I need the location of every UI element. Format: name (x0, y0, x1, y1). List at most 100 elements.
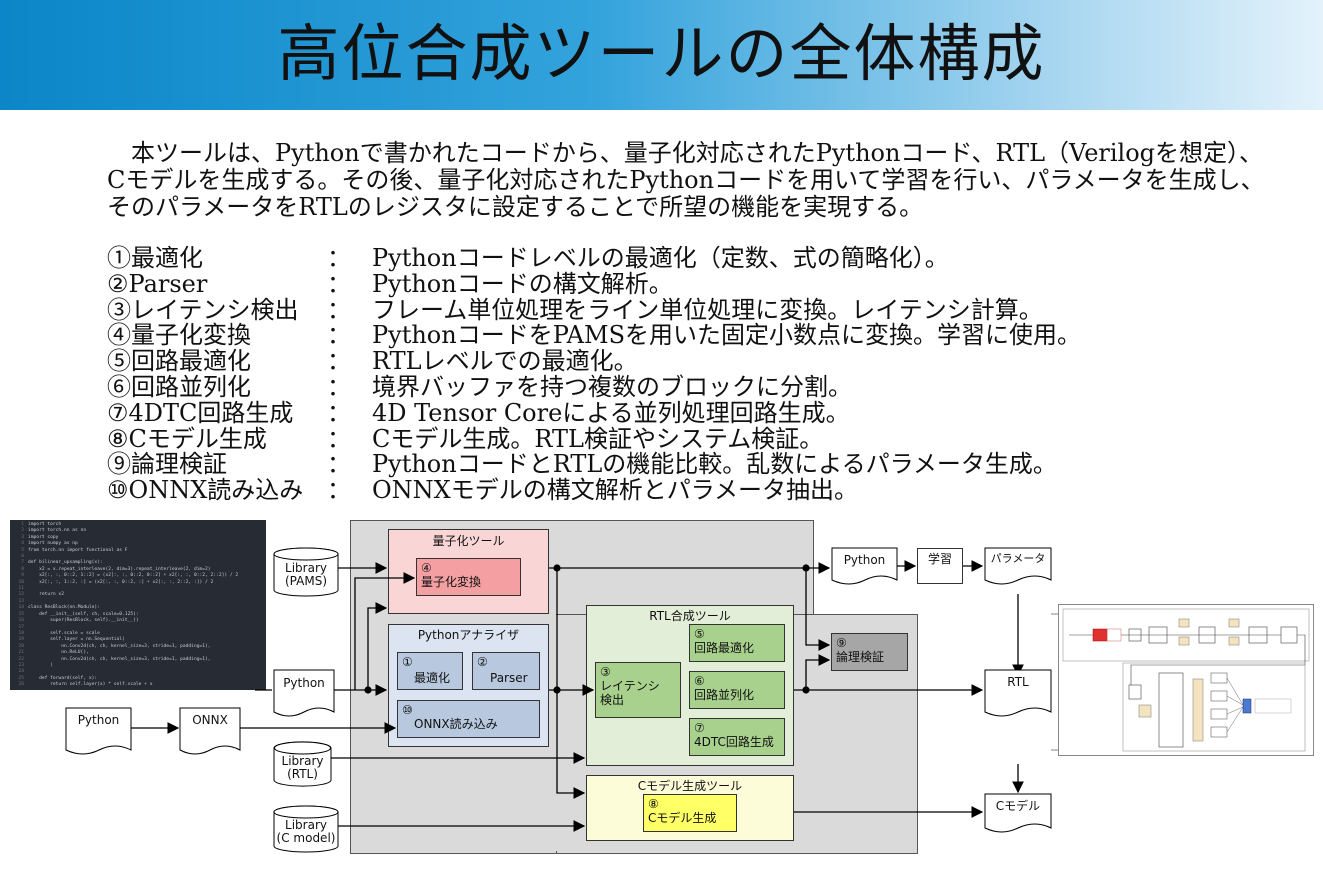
onnx-label: ONNX (192, 713, 228, 727)
block-7-number: ⑦ (694, 721, 705, 735)
block-circuit-parallelize (689, 671, 785, 709)
step-description: PythonコードをPAMSを用いた固定小数点に変換。学習に使用。 (372, 321, 1082, 350)
quantization-tool-label: 量子化ツール (432, 534, 505, 548)
code-line: 24 (10, 669, 266, 675)
code-line-number: 11 (18, 586, 24, 592)
code-line-number: 2 (21, 528, 24, 534)
python-source-label: Python (283, 676, 325, 690)
block-quantization-convert (416, 558, 521, 596)
code-line-number: 10 (18, 579, 24, 585)
block-4dtc-generate (689, 718, 785, 756)
step-name: ⑥回路並列化 (107, 372, 251, 401)
block-cmodel-generate (643, 794, 737, 832)
cmodel-output-document (984, 793, 1052, 833)
code-line-text: nn.Conv2d(ch, ch, kernel_size=3, stride=… (28, 656, 211, 662)
block-1-number: ① (402, 655, 413, 669)
learning-process (917, 548, 963, 584)
block-2-number: ② (477, 655, 488, 669)
step-colon: ： (327, 450, 351, 479)
step-colon: ： (327, 398, 351, 427)
code-line-text: ) (28, 662, 53, 668)
block-7-label: 4DTC回路生成 (694, 735, 774, 749)
code-line-number: 23 (18, 662, 24, 668)
code-line-number: 9 (21, 573, 24, 579)
python-output-document (831, 547, 898, 585)
code-line-number: 25 (18, 675, 24, 681)
step-colon: ： (327, 269, 351, 298)
block-9-label: 論理検証 (836, 650, 885, 664)
block-circuit-optimize (689, 624, 785, 662)
block-optimize (397, 652, 463, 690)
step-name: ⑧Cモデル生成 (107, 424, 267, 453)
code-line-text: self.layer = nn.Sequential( (28, 637, 125, 643)
block-4-label: 量子化変換 (421, 575, 482, 589)
rtl-schematic-thumbnail (1058, 604, 1314, 756)
code-line-text: return self.layer(x) * self.scale + x (28, 682, 153, 688)
onnx-document (179, 707, 241, 755)
block-8-number: ⑧ (648, 797, 659, 811)
intro-paragraph: 本ツールは、Pythonで書かれたコードから、量子化対応されたPythonコード… (107, 139, 1265, 221)
library-cmodel-label: Library (C model) (276, 818, 336, 845)
code-line-number: 26 (18, 682, 24, 688)
code-line-text: x2[:, :, 1::2, :] = (x2[:, :, 0::2, :] +… (28, 579, 214, 585)
step-name: ⑦4DTC回路生成 (107, 398, 294, 427)
block-5-label: 回路最適化 (694, 641, 755, 655)
code-line-number: 1 (21, 522, 24, 527)
step-colon: ： (327, 244, 351, 272)
code-line-number: 5 (21, 547, 24, 553)
step-name: ⑨論理検証 (107, 450, 227, 479)
block-8-label: Cモデル生成 (648, 811, 717, 825)
code-line-text: import numpy as np (28, 541, 78, 547)
step-colon: ： (327, 476, 351, 505)
cmodel-tool-label: Cモデル生成ツール (637, 779, 743, 793)
step-description: 境界バッファを持つ複数のブロックに分割。 (372, 372, 852, 401)
library-pams-label: Library (PAMS) (284, 561, 327, 588)
rtl-output-label: RTL (1007, 675, 1029, 689)
python-output-label: Python (843, 553, 886, 567)
step-colon: ： (327, 295, 351, 324)
step-name: ④量子化変換 (107, 321, 251, 350)
code-line: 6 (10, 554, 266, 560)
code-line: 10 x2[:, :, 1::2, :] = (x2[:, :, 0::2, :… (10, 580, 266, 586)
code-line: 17 (10, 625, 266, 631)
block-10-number: ⑩ (402, 703, 413, 717)
code-line-number: 7 (21, 560, 24, 566)
step-colon: ： (327, 321, 351, 350)
block-5-number: ⑤ (694, 627, 705, 641)
code-line: 13 (10, 599, 266, 605)
step-description: Pythonコードの構文解析。 (372, 269, 673, 298)
code-line-number: 18 (18, 630, 24, 636)
code-line: 18 self.scale = scale (10, 631, 266, 637)
code-line-text: import torch (28, 522, 62, 527)
code-line: 1 import torch (10, 522, 266, 528)
code-line: 19 self.layer = nn.Sequential( (10, 637, 266, 643)
code-line-number: 12 (18, 592, 24, 598)
code-line-number: 14 (18, 605, 24, 611)
code-line-number: 6 (21, 554, 24, 560)
step-description: RTLレベルでの最適化。 (372, 347, 638, 376)
code-line: 8 x2 = x.repeat_interleave(2, dim=3).rep… (10, 567, 266, 573)
block-2-label: Parser (490, 671, 528, 685)
step-name: ③レイテンシ検出 (107, 295, 299, 324)
block-latency-detect (595, 662, 681, 718)
code-line: 25 def forward(self, x): (10, 676, 266, 682)
code-line: 20 nn.Conv2d(ch, ch, kernel_size=3, stri… (10, 644, 266, 650)
code-line-text: return x2 (28, 592, 64, 598)
code-line-text: self.scale = scale (28, 630, 100, 636)
step-description: PythonコードとRTLの機能比較。乱数によるパラメータ生成。 (372, 450, 1057, 479)
quantization-tool-group (388, 529, 549, 614)
code-line-text: import torch.nn as nn (28, 528, 87, 534)
code-line-text: nn.Conv2d(ch, ch, kernel_size=3, stride=… (28, 643, 211, 649)
block-logic-verify (831, 633, 908, 671)
params-label: パラメータ (990, 552, 1046, 565)
code-line-number: 21 (18, 650, 24, 656)
code-line-text: from torch.nn import functional as F (28, 547, 128, 553)
library-rtl-label: Library (RTL) (281, 754, 324, 781)
code-line-number: 17 (18, 624, 24, 630)
code-line-text: nn.ReLU(), (28, 650, 89, 656)
